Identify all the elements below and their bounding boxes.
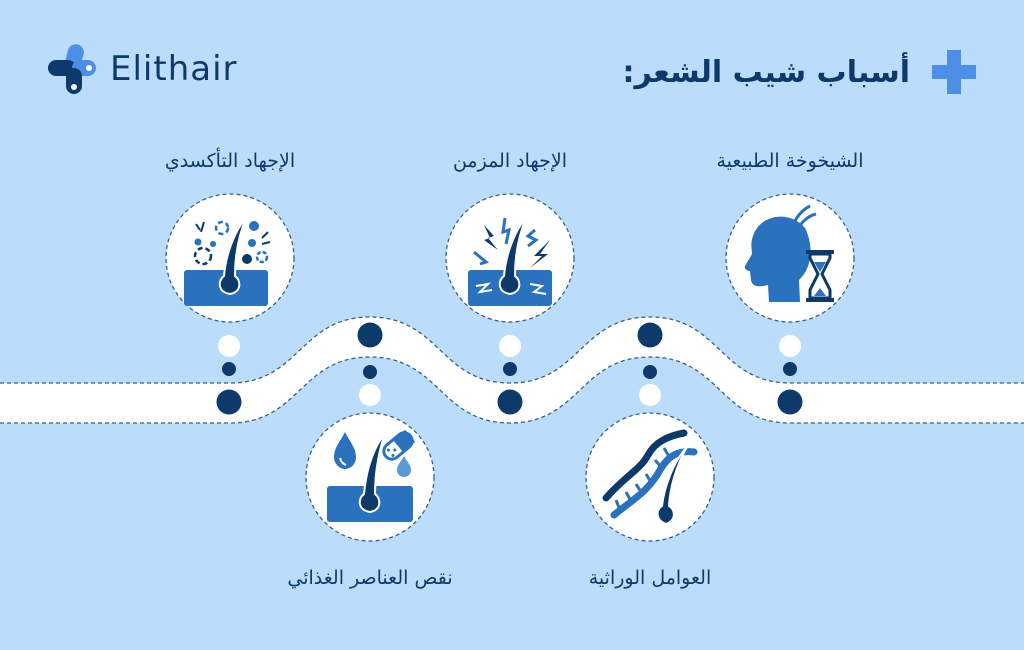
nutrient-hair-follicle-icon <box>327 430 415 522</box>
head-hourglass-icon <box>744 204 834 302</box>
cause-circle-nutrient-deficiency <box>305 412 435 542</box>
oxidative-hair-follicle-icon <box>184 215 271 306</box>
page-title: أسباب شيب الشعر: <box>622 50 976 94</box>
connector-dots-1 <box>777 335 803 415</box>
cause-circle-genetics <box>585 412 715 542</box>
plus-icon <box>932 50 976 94</box>
cause-label-genetics: العوامل الوراثية <box>588 567 712 589</box>
connector-dots-5 <box>357 322 383 406</box>
dna-hair-icon <box>602 429 698 526</box>
title-text: أسباب شيب الشعر: <box>622 54 910 90</box>
brand-logo[interactable]: Elithair <box>48 44 238 94</box>
connector-dots-3 <box>216 335 242 415</box>
cause-circle-aging <box>725 193 855 323</box>
connector-dots-2 <box>497 335 523 415</box>
medical-cross-logo-icon <box>48 44 96 94</box>
cause-label-aging: الشيخوخة الطبيعية <box>716 150 864 172</box>
cause-circle-oxidative-stress <box>165 193 295 323</box>
connector-dots-4 <box>637 322 663 406</box>
cause-label-oxidative-stress: الإجهاد التأكسدي <box>164 150 296 172</box>
brand-name: Elithair <box>110 49 238 89</box>
cause-circle-chronic-stress <box>445 193 575 323</box>
cause-label-chronic-stress: الإجهاد المزمن <box>452 150 568 172</box>
wavy-road <box>0 316 1024 424</box>
cause-label-nutrient-deficiency: نقص العناصر الغذائي <box>287 567 453 589</box>
stressed-hair-follicle-icon <box>468 215 552 306</box>
